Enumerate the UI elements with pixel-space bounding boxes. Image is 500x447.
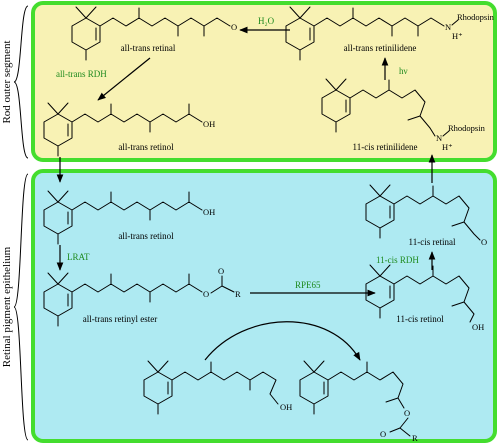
ros-bracket bbox=[13, 5, 29, 159]
atom-o-bottom: O bbox=[404, 408, 410, 418]
enzyme-all-trans-rdh: all-trans RDH bbox=[56, 69, 107, 79]
atom-oh: OH bbox=[203, 119, 215, 129]
label-11-cis-retinal: 11-cis retinal bbox=[409, 237, 456, 247]
label-11-cis-retinilidene: 11-cis retinilidene bbox=[353, 142, 418, 152]
label-all-trans-retinal: all-trans retinal bbox=[121, 43, 176, 53]
arrow-all-trans-rdh bbox=[97, 57, 151, 101]
enzyme-rpe65: RPE65 bbox=[295, 280, 321, 290]
molecule-11-cis-retinilidene: N Rhodopsin H⁺ 11-cis retinilidene bbox=[321, 78, 486, 152]
label-11-cis-retinol: 11-cis retinol bbox=[396, 314, 444, 324]
molecule-all-trans-retinal: O all-trans retinal bbox=[71, 6, 237, 61]
molecule-intermediate-right: O O R bbox=[299, 360, 418, 443]
molecule-all-trans-retinyl-ester: O O R all-trans retinyl ester bbox=[43, 266, 241, 327]
atom-oh-rpe: OH bbox=[203, 207, 215, 217]
molecule-all-trans-retinol-ros: OH all-trans retinol bbox=[43, 102, 215, 157]
atom-rhodopsin-cis: Rhodopsin bbox=[448, 123, 486, 133]
atom-o-bottom-carbonyl: O bbox=[380, 429, 386, 439]
label-all-trans-retinol-rpe: all-trans retinol bbox=[118, 231, 174, 241]
atom-n-cis: N bbox=[436, 133, 442, 143]
rod-outer-segment-box bbox=[31, 1, 497, 162]
atom-h-plus: H⁺ bbox=[452, 31, 463, 41]
rpe-box bbox=[31, 169, 497, 443]
atom-h-plus-cis: H⁺ bbox=[442, 142, 453, 152]
atom-o-ester: O bbox=[203, 289, 209, 299]
arrow-isomerization-curve bbox=[204, 321, 361, 361]
atom-r: R bbox=[235, 289, 241, 299]
atom-oh-11cis: OH bbox=[472, 322, 484, 332]
enzyme-11-cis-rdh: 11-cis RDH bbox=[376, 255, 419, 265]
reagent-light: hν bbox=[399, 66, 408, 76]
rpe-bracket bbox=[13, 173, 29, 441]
molecule-11-cis-retinal: O 11-cis retinal bbox=[365, 184, 487, 247]
molecule-11-cis-retinol: OH 11-cis retinol bbox=[365, 264, 484, 332]
label-rod-outer-segment: Rod outer segment bbox=[1, 40, 13, 123]
reagent-water: H₂O bbox=[258, 16, 275, 26]
atom-r-bottom: R bbox=[412, 433, 418, 443]
label-all-trans-retinyl-ester: all-trans retinyl ester bbox=[83, 314, 157, 324]
molecule-intermediate-left: OH bbox=[143, 360, 292, 415]
atom-n: N bbox=[445, 22, 451, 32]
atom-oh-bottom: OH bbox=[280, 402, 292, 412]
atom-o: O bbox=[231, 22, 237, 32]
atom-o-11cis: O bbox=[481, 237, 487, 247]
label-retinal-pigment-epithelium: Retinal pigment epithelium bbox=[1, 246, 13, 367]
label-all-trans-retinilidene: all-trans retinilidene bbox=[344, 43, 417, 53]
atom-rhodopsin: Rhodopsin bbox=[457, 12, 495, 22]
molecule-all-trans-retinilidene: N Rhodopsin H⁺ all-trans retinilidene bbox=[285, 6, 495, 61]
label-all-trans-retinol-ros: all-trans retinol bbox=[118, 142, 174, 152]
atom-o-carbonyl: O bbox=[218, 266, 224, 276]
molecule-all-trans-retinol-rpe: OH all-trans retinol bbox=[43, 190, 215, 245]
enzyme-lrat: LRAT bbox=[67, 252, 90, 262]
